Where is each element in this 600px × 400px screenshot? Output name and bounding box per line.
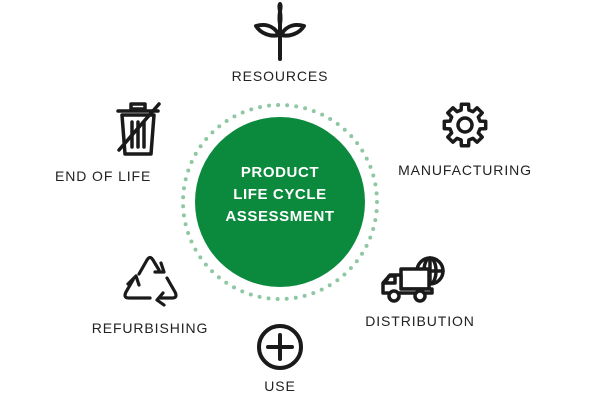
stage-resources-label: RESOURCES: [231, 68, 329, 84]
stage-resources: RESOURCES: [220, 2, 340, 84]
center-title: PRODUCT LIFE CYCLE ASSESSMENT: [190, 162, 370, 228]
plant-sprout-icon: [254, 2, 306, 61]
center-title-line-3: ASSESSMENT: [225, 208, 335, 225]
truck-globe-icon: [381, 256, 445, 303]
center-title-line-2: LIFE CYCLE: [233, 186, 327, 203]
stage-end-of-life: END OF LIFE: [55, 100, 185, 184]
stage-refurbishing: REFURBISHING: [70, 250, 230, 336]
stage-distribution: DISTRIBUTION: [350, 255, 490, 329]
gear-icon: [442, 102, 488, 148]
plus-circle-icon: [257, 324, 303, 370]
stage-use-label: USE: [264, 378, 296, 394]
stage-manufacturing-label: MANUFACTURING: [398, 162, 532, 178]
center-title-line-1: PRODUCT: [240, 164, 320, 181]
center-circle: [195, 117, 365, 287]
dotted-ring: [181, 103, 379, 301]
stage-manufacturing: MANUFACTURING: [390, 100, 540, 178]
stage-refurbishing-label: REFURBISHING: [91, 320, 209, 336]
stage-end-of-life-label: END OF LIFE: [55, 168, 152, 184]
stage-distribution-label: DISTRIBUTION: [365, 313, 475, 329]
trash-crossed-icon: [116, 102, 161, 156]
stage-use: USE: [230, 322, 330, 394]
recycle-icon: [123, 255, 178, 307]
